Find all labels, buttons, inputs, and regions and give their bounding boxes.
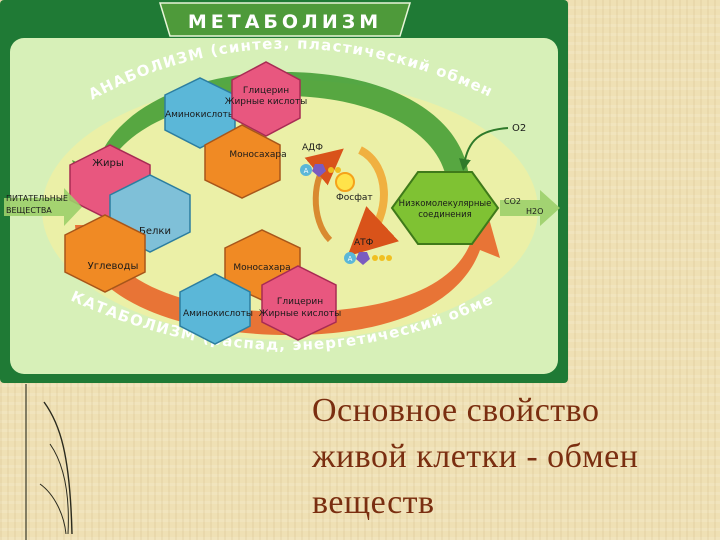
label-glycerol-top-1: Глицерин (243, 86, 289, 96)
hex-glycerol-top (231, 61, 301, 137)
caption-line-3: веществ (312, 484, 435, 521)
adp-phosphate-icon (328, 167, 334, 173)
label-low-molecular-1: Низкомолекулярные (399, 199, 492, 209)
hex-amino-bottom (179, 273, 251, 345)
title-tab (158, 2, 412, 37)
label-low-molecular-2: соединения (418, 210, 472, 220)
nutrients-arrow (4, 188, 82, 226)
phosphate-glow-icon (335, 172, 355, 192)
o2-arrow (459, 127, 509, 171)
metabolism-diagram: МЕТАБОЛИЗМ АНАБОЛИЗМ (синтез, пластическ… (0, 0, 568, 383)
atp-cycle-arrow-down (347, 146, 399, 257)
atp-phosphate-icon-3 (386, 255, 392, 261)
label-nutrients-1: ПИТАТЕЛЬНЫЕ (6, 194, 68, 203)
hex-carbs (64, 214, 146, 293)
label-fats: Жиры (92, 158, 124, 169)
label-h2o: H2O (526, 207, 543, 216)
adp-phosphate-icon-2 (335, 167, 341, 173)
label-mono-bottom: Моносахара (233, 263, 290, 273)
label-adp: АДФ (302, 143, 323, 153)
decorative-strokes (25, 384, 73, 540)
label-carbs: Углеводы (88, 261, 139, 272)
hex-glycerol-bottom (261, 265, 337, 341)
adp-ribose-icon (312, 164, 326, 177)
label-glycerol-top-2: Жирные кислоты (225, 97, 308, 107)
label-co2: CO2 (504, 197, 521, 206)
slide-caption: Основное свойство живой клетки - обмен в… (312, 388, 712, 526)
hex-mono-top (204, 124, 281, 199)
diagram-title: МЕТАБОЛИЗМ (188, 11, 382, 33)
caption-line-1: Основное свойство (312, 392, 600, 429)
label-mono-top: Моносахара (229, 150, 286, 160)
atp-cycle-arrow-up (304, 148, 344, 243)
atp-phosphate-icon-2 (379, 255, 385, 261)
label-proteins: Белки (139, 226, 171, 237)
label-glycerol-bottom-2: Жирные кислоты (259, 309, 342, 319)
atp-ribose-icon (356, 252, 370, 265)
background-glow (42, 80, 538, 340)
label-glycerol-bottom-1: Глицерин (277, 297, 323, 307)
label-amino-bottom: Аминокислоты (183, 309, 253, 319)
label-amino-top: Аминокислоты (165, 110, 235, 120)
label-atp: АТФ (354, 238, 374, 248)
adp-letter-a: А (304, 167, 309, 175)
atp-adenine-icon (344, 252, 356, 264)
label-nutrients-2: ВЕЩЕСТВА (6, 206, 52, 215)
atp-letter-a: А (348, 255, 353, 263)
output-arrow (500, 190, 560, 226)
caption-line-2: живой клетки - обмен (312, 438, 639, 475)
label-phosphate: Фосфат (336, 193, 373, 203)
atp-phosphate-icon (372, 255, 378, 261)
adp-adenine-icon (300, 164, 312, 176)
hex-low-molecular (390, 171, 500, 245)
label-o2: O2 (512, 123, 526, 134)
